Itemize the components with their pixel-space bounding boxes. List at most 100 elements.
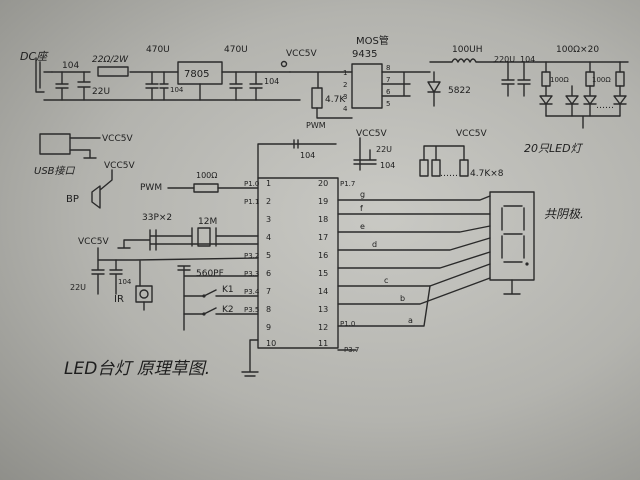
- reset-cap: [177, 265, 259, 331]
- mos-pin: 7: [386, 76, 390, 84]
- ir-vcc-label: VCC5V: [78, 237, 109, 247]
- res-array-label: 100Ω×20: [556, 45, 599, 55]
- mos-pin: 4: [343, 105, 348, 113]
- mcu-cap104b-label: 104: [380, 161, 395, 170]
- input-resistor: [97, 66, 129, 77]
- vcc-main-label: VCC5V: [286, 49, 317, 59]
- mos-pin: 1: [343, 69, 347, 77]
- cap-220u: [501, 61, 531, 97]
- cap-104-b-label: 104: [170, 86, 184, 94]
- cap-104-a-label: 104: [62, 61, 79, 71]
- mcu-left-pins: 1 2 3 4 5 6 7 8 9 10: [266, 179, 276, 348]
- page-title: LED台灯 原理草图.: [64, 359, 210, 379]
- cap-560-label: 560PF: [196, 269, 224, 279]
- pullup-resistor-array: [419, 145, 469, 177]
- mcu-right-pins: 20 19 18 17 16 15 14 13 12 11: [318, 179, 328, 348]
- mosfet-9435: [351, 63, 431, 109]
- port-label: P1.0: [244, 180, 259, 188]
- crystal: [117, 227, 259, 251]
- buzzer-vcc-label: VCC5V: [104, 161, 135, 171]
- seg-letter: d: [372, 240, 377, 249]
- mos-title: MOS管: [356, 34, 389, 47]
- ir-label: IR: [114, 294, 124, 305]
- ir-receiver: [91, 247, 259, 311]
- mos-pwm-label: PWM: [306, 121, 326, 130]
- ir-cap-label: 22U: [70, 283, 86, 292]
- mcu-pin: 16: [318, 251, 328, 260]
- inductor-100uh: [429, 58, 495, 63]
- crystal-label: 12M: [198, 217, 217, 227]
- mcu-pin: 18: [318, 215, 328, 224]
- ellipsis-label: ……: [596, 101, 614, 111]
- mcu-pin: 5: [266, 251, 271, 260]
- seg-letter: f: [360, 204, 363, 213]
- res-b-label: 100Ω: [592, 76, 611, 84]
- mcu-pin: 17: [318, 233, 328, 242]
- buzzer: [91, 169, 113, 209]
- seg-letter: b: [400, 294, 405, 303]
- mcu-pin: 13: [318, 305, 328, 314]
- k1-label: K1: [222, 285, 234, 295]
- mcu-pin: 10: [266, 339, 276, 348]
- seg-letter: e: [360, 222, 365, 231]
- ir-cap2-label: 104: [118, 278, 132, 286]
- usb-vcc-label: VCC5V: [102, 134, 133, 144]
- res-a-label: 100Ω: [550, 76, 569, 84]
- cap-220u-label: 220U: [494, 55, 515, 64]
- diode-5822: [427, 71, 441, 107]
- led-array: [539, 61, 627, 129]
- mcu-pin: 11: [318, 339, 328, 348]
- mcu-cap-label: 104: [300, 151, 315, 160]
- pullup-vcc-label: VCC5V: [456, 129, 487, 139]
- mos-pin: 5: [386, 100, 390, 108]
- mcu-pin: 20: [318, 179, 328, 188]
- vcc-node: [280, 60, 288, 68]
- pwm-resistor-label: 100Ω: [196, 171, 217, 180]
- port-label: P3.4: [244, 288, 260, 296]
- mos-part: 9435: [352, 49, 377, 60]
- input-resistor-label: 22Ω/2W: [92, 55, 129, 65]
- mcu-decoupling: [353, 137, 377, 171]
- port-label: P3.3: [244, 270, 259, 278]
- button-k1: [183, 289, 259, 298]
- k2-label: K2: [222, 305, 234, 315]
- usb-connector: [39, 133, 101, 159]
- button-k2: [183, 307, 259, 316]
- port-label: P1.7: [340, 180, 355, 188]
- cap-104-a: [55, 71, 69, 101]
- buzzer-label: BP: [66, 194, 79, 205]
- cap-104-c-label: 104: [264, 77, 279, 86]
- pwm-label: PWM: [140, 183, 162, 193]
- port-label: P1.1: [244, 198, 259, 206]
- port-label: P3.2: [244, 252, 259, 260]
- mos-resistor-4k7: [311, 87, 353, 119]
- mos-pin: 3: [343, 93, 347, 101]
- pwm-resistor: [193, 183, 219, 193]
- mcu-top-wire: [257, 143, 337, 179]
- cap-470u-a-label: 470U: [146, 45, 170, 55]
- seg-letter: c: [384, 276, 388, 285]
- mcu-ground: [241, 339, 259, 377]
- mos-pin: 8: [386, 64, 390, 72]
- cap-470u-b-label: 470U: [224, 45, 248, 55]
- pullup-ellipsis: ……: [440, 169, 458, 179]
- seg-letter: a: [408, 316, 413, 325]
- display-label: 共阴极.: [544, 207, 584, 221]
- diode-label: 5822: [448, 86, 471, 96]
- mcu-pin: 19: [318, 197, 328, 206]
- cap-470u-a: [145, 71, 169, 101]
- cap-22u: [77, 71, 91, 101]
- cap-22u-label: 22U: [92, 87, 110, 97]
- mcu-pin: 14: [318, 287, 328, 296]
- mcu-pin: 1: [266, 179, 271, 188]
- regulator-7805: [177, 61, 223, 101]
- mcu-vcc-label: VCC5V: [356, 129, 387, 139]
- mcu-pin: 15: [318, 269, 328, 278]
- mcu-chip: [257, 177, 339, 349]
- mcu-pin: 12: [318, 323, 328, 332]
- mcu-cap-symbol: [293, 139, 299, 149]
- segment-wires: [337, 195, 491, 327]
- mcu-pin: 7: [266, 287, 271, 296]
